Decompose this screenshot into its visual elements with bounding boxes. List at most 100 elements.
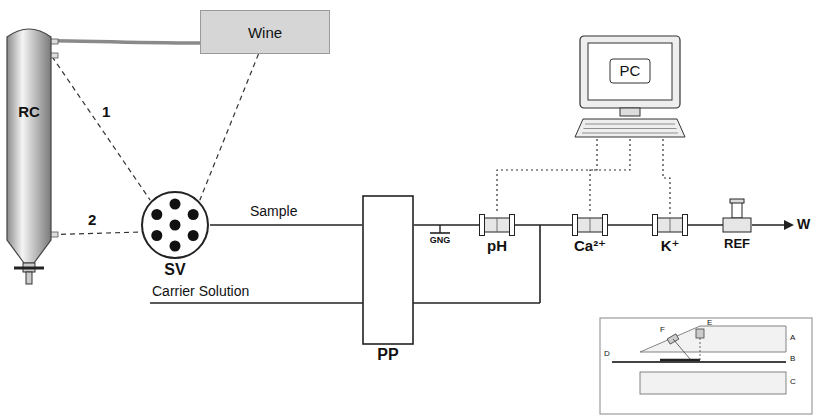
- inset-letter: B: [790, 355, 795, 364]
- inset-plate: [612, 361, 786, 363]
- sensor-flange: [510, 215, 515, 236]
- column-body: [7, 29, 51, 263]
- inset-letter: C: [790, 378, 796, 387]
- rc-shape: [6, 25, 52, 287]
- tap-handle: [14, 267, 44, 270]
- connector: [414, 224, 479, 226]
- node-label: K⁺: [632, 237, 708, 254]
- ground-symbol: [430, 232, 450, 234]
- connector: [608, 224, 652, 226]
- keyboard-row: [582, 133, 678, 134]
- text-holder: PC: [575, 35, 685, 139]
- edge-label: 2: [86, 212, 98, 229]
- waste-label: W: [797, 217, 810, 232]
- calcium-electrode: Ca²⁺: [572, 214, 608, 254]
- valve-port: [151, 209, 162, 220]
- valve-port: [170, 199, 181, 210]
- sensor-body: [576, 218, 604, 232]
- monitor-screen: [588, 43, 672, 100]
- sensor-flange: [480, 215, 485, 236]
- text-holder: RC: [6, 25, 52, 287]
- edge-label: 1: [100, 104, 112, 121]
- inset-axis: [700, 338, 701, 360]
- potassium-electrode: K⁺: [652, 214, 688, 254]
- connector: [515, 224, 572, 226]
- sensor-shape: [572, 214, 608, 236]
- text-holder: REF: [702, 237, 772, 252]
- valve-port: [188, 230, 199, 241]
- inset-cover: [640, 326, 786, 352]
- sensor-flange: [683, 215, 688, 236]
- electrode-stem: [732, 202, 742, 218]
- reference-body: [723, 218, 751, 232]
- connector: [497, 139, 597, 214]
- connector: [210, 224, 362, 226]
- inset-electrode: [696, 329, 704, 338]
- carrier-line: [539, 225, 541, 303]
- valve-port: [151, 230, 162, 241]
- inset-letter: F: [660, 326, 665, 335]
- text-holder: Wine: [200, 10, 330, 54]
- node-label: RC: [18, 103, 40, 120]
- node-label: PC: [620, 62, 641, 79]
- sensor-groove: [670, 218, 671, 232]
- valve-port: [170, 220, 181, 231]
- sensor-flange: [653, 215, 658, 236]
- connector: [52, 41, 200, 43]
- inset-letter: A: [790, 334, 795, 343]
- connector: [52, 56, 150, 200]
- text-holder: SV: [120, 261, 230, 279]
- pump-box: [363, 196, 413, 344]
- inset-base: [640, 372, 786, 394]
- sensor-flange: [603, 215, 608, 236]
- node-label: PP: [342, 346, 434, 364]
- computer: PC: [575, 35, 685, 139]
- wine-reservoir: Wine: [200, 10, 330, 54]
- node-label: Ca²⁺: [552, 237, 628, 254]
- sensor-body: [656, 218, 684, 232]
- inset-channel: [660, 359, 700, 362]
- connector: [663, 139, 670, 214]
- ground-label: GNG: [425, 236, 455, 246]
- inset-letter: E: [707, 319, 712, 328]
- node-label: REF: [702, 237, 772, 252]
- text-holder: pH: [459, 237, 535, 254]
- sensor-groove: [590, 218, 591, 232]
- connector: [688, 224, 723, 226]
- electrode-cap: [730, 199, 744, 203]
- keyboard-row: [585, 124, 675, 125]
- selection-valve: SV: [140, 190, 210, 279]
- monitor-stand: [620, 108, 640, 116]
- keyboard: [575, 119, 685, 137]
- valve-port: [188, 209, 199, 220]
- screen-frame: [610, 59, 650, 83]
- sensor-shape: [479, 214, 515, 236]
- connector: [52, 232, 141, 235]
- inset-frame: [600, 318, 812, 414]
- valve-port: [170, 241, 181, 252]
- edge-label: Sample: [248, 204, 299, 219]
- reaction-column: RC: [6, 25, 52, 287]
- connector: [200, 54, 259, 200]
- waste-arrowhead: [784, 220, 794, 230]
- monitor-case: [580, 36, 680, 108]
- sensor-groove: [497, 218, 498, 232]
- keyboard-row: [584, 128, 677, 129]
- sensor-shape: [652, 214, 688, 236]
- carrier-line: [150, 302, 540, 304]
- connector: [590, 139, 630, 214]
- waste-line: [752, 224, 786, 226]
- ground-wire: [439, 225, 440, 233]
- carrier-label: Carrier Solution: [152, 284, 249, 299]
- valve-body: [142, 192, 208, 258]
- sensor-body: [483, 218, 511, 232]
- node-label: Wine: [248, 24, 282, 41]
- tap-nozzle: [26, 272, 32, 284]
- ref-shape: [722, 214, 752, 236]
- inset-letter: D: [604, 350, 610, 359]
- reference-electrode: REF: [722, 214, 752, 252]
- inset-port-channel: [673, 339, 690, 359]
- sv-shape: [140, 190, 210, 260]
- reservoir-box: [201, 11, 330, 54]
- text-holder: K⁺: [632, 237, 708, 254]
